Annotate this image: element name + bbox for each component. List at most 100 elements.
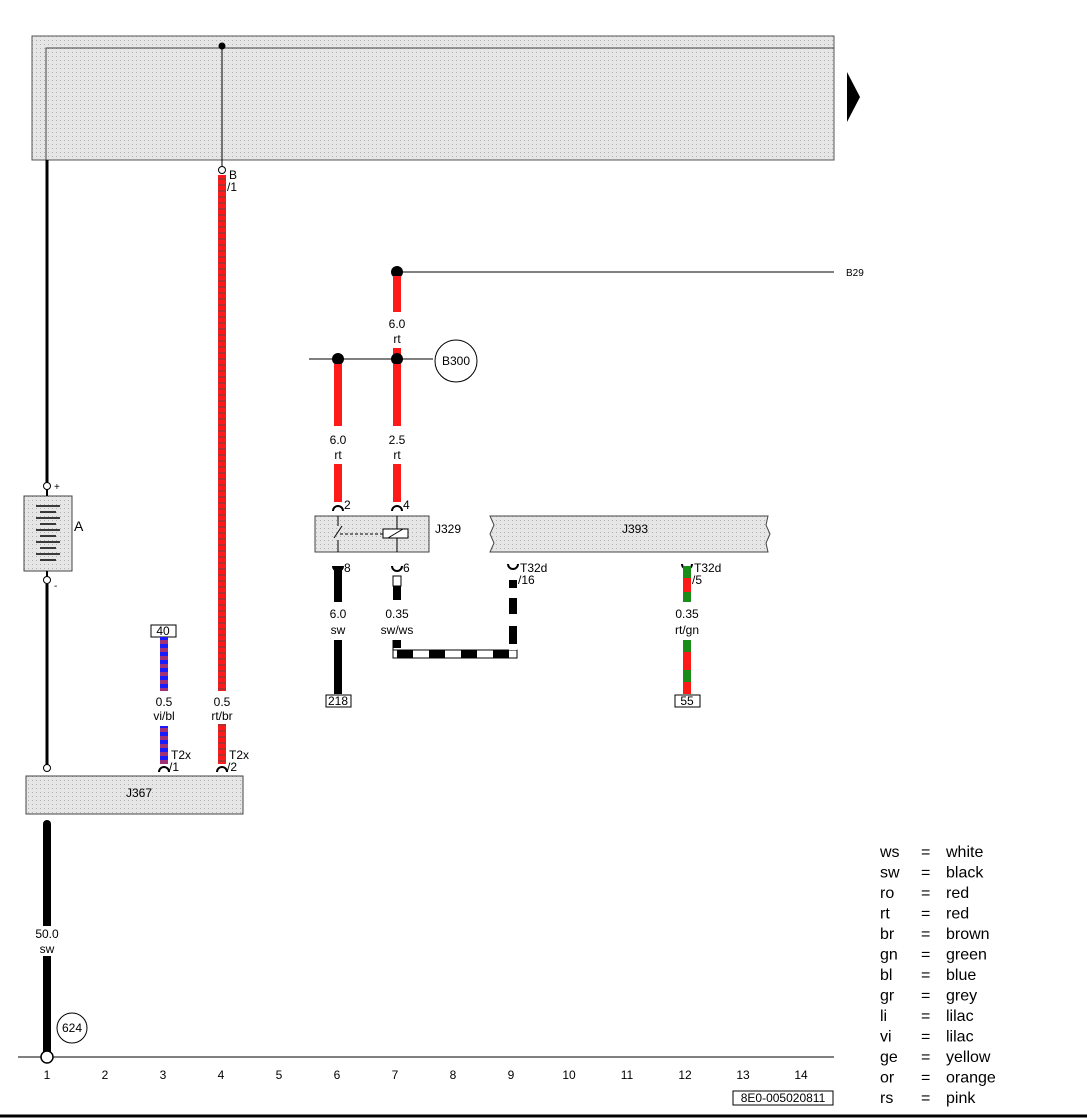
wire-rt-gn	[683, 566, 691, 694]
ground-label-bg	[28, 926, 66, 956]
wire-t2x2-color: rt/br	[211, 709, 232, 723]
t2x1-label: T2x	[171, 748, 191, 762]
j329-label: J329	[435, 522, 461, 536]
legend-name: pink	[946, 1090, 976, 1107]
bottom-ground-terminal	[40, 1050, 54, 1064]
b-connector	[218, 166, 226, 174]
legend-equals: =	[921, 926, 930, 943]
ref-55-box	[674, 694, 701, 708]
battery-cells	[36, 505, 60, 561]
j329-pin8-label: 8	[344, 561, 351, 575]
ground-point-624-label: 624	[62, 1021, 82, 1035]
wire-t32d5-color: rt/gn	[675, 623, 699, 637]
ground-junction	[43, 820, 51, 828]
legend-code: rt	[880, 906, 890, 923]
t32d16-label: T32d	[520, 561, 547, 575]
legend-equals: =	[921, 1049, 930, 1066]
legend-equals: =	[921, 906, 930, 923]
t2x1-connector-symbol	[158, 766, 170, 773]
battery-label: A	[74, 518, 84, 534]
wire-sw-ws-horizontal	[392, 649, 518, 659]
wire-j329-2-size: 6.0	[330, 433, 347, 447]
wire-j329-8-size: 6.0	[330, 607, 347, 621]
b29-junction	[391, 266, 403, 278]
legend-code: bl	[880, 967, 892, 984]
top-panel	[31, 35, 835, 161]
col-num: 10	[562, 1068, 576, 1082]
j329-relay-symbol	[333, 516, 409, 552]
ground-point-624	[56, 1012, 88, 1044]
b300-label: B300	[442, 354, 470, 368]
wire-ground-size: 50.0	[35, 927, 59, 941]
legend-name: black	[946, 865, 984, 882]
j329-pin2-connector	[332, 505, 344, 512]
t32d16-connector	[507, 563, 519, 570]
t2x2-label: T2x	[229, 748, 249, 762]
document-id: 8E0-005020811	[741, 1091, 826, 1105]
wire-j329-4-color: rt	[393, 448, 401, 462]
wire-j329-2-color: rt	[334, 448, 342, 462]
wire-red-j329-4-upper	[393, 364, 401, 426]
wire-rt-br-col4	[218, 175, 226, 691]
j329-pin4-label: 4	[403, 498, 410, 512]
wire-j329-8-color: sw	[331, 623, 346, 637]
j367-box	[25, 775, 244, 815]
legend-name: red	[946, 885, 969, 902]
wire-j329-6-size: 0.35	[385, 607, 409, 621]
col-num: 6	[334, 1068, 341, 1082]
col-num: 3	[160, 1068, 167, 1082]
wire-b300-top-size: 6.0	[389, 317, 406, 331]
t2x2-pin: /2	[227, 760, 237, 774]
b300-junction-left	[332, 353, 344, 365]
j329-pin4-connector	[391, 505, 403, 512]
legend-equals: =	[921, 947, 930, 964]
col-num: 14	[794, 1068, 808, 1082]
legend-equals: =	[921, 1029, 930, 1046]
legend-code: vi	[880, 1029, 892, 1046]
legend-code: li	[880, 1008, 887, 1025]
color-legend: ws=whitesw=blackro=redrt=redbr=browngn=g…	[879, 844, 996, 1107]
wire-black-j329-8-lower	[334, 640, 342, 694]
legend-name: grey	[946, 988, 977, 1005]
ref-218: 218	[328, 694, 348, 708]
wire-j329-4-size: 2.5	[389, 433, 406, 447]
wire-b300-top-color: rt	[393, 332, 401, 346]
legend-name: red	[946, 906, 969, 923]
legend-equals: =	[921, 1090, 930, 1107]
continuation-arrow	[847, 72, 860, 122]
legend-equals: =	[921, 967, 930, 984]
legend-name: lilac	[946, 1029, 974, 1046]
legend-equals: =	[921, 844, 930, 861]
col-num: 13	[736, 1068, 750, 1082]
wire-sw-ws-to-t32d16	[509, 578, 517, 650]
wire-vi-bl-lower	[160, 726, 168, 764]
wire-t2x1-size: 0.5	[156, 695, 173, 709]
top-panel-inner-border	[45, 47, 834, 160]
column-numbers: 1 2 3 4 5 6 7 8 9 10 11 12 13 14	[44, 1068, 808, 1082]
ref-40: 40	[156, 624, 170, 638]
battery-plus-terminal	[43, 482, 51, 490]
legend-code: ws	[879, 844, 900, 861]
wire-red-j329-4-lower	[393, 464, 401, 502]
ref-218-box	[325, 694, 352, 708]
wire-red-b29-b300	[393, 276, 401, 312]
legend-code: gn	[880, 947, 898, 964]
battery-minus-terminal	[43, 576, 51, 584]
legend-code: ge	[880, 1049, 898, 1066]
wire-black-j329-8-upper	[334, 566, 342, 602]
legend-code: or	[880, 1070, 895, 1087]
battery-plus-label: +	[54, 482, 60, 493]
wire-red-j329-2-upper	[334, 364, 342, 426]
wire-vi-bl-upper	[160, 637, 168, 691]
wire-rt-br-col4-lower	[218, 724, 226, 764]
j329-pin6-connector	[391, 565, 403, 572]
j367-label: J367	[126, 786, 152, 800]
wire-j329-6-color: sw/ws	[381, 623, 414, 637]
b300-circle	[434, 339, 478, 383]
col-num: 2	[102, 1068, 109, 1082]
legend-equals: =	[921, 885, 930, 902]
legend-name: white	[945, 844, 983, 861]
b-connector-pin: /1	[227, 180, 237, 194]
legend-name: green	[946, 947, 987, 964]
